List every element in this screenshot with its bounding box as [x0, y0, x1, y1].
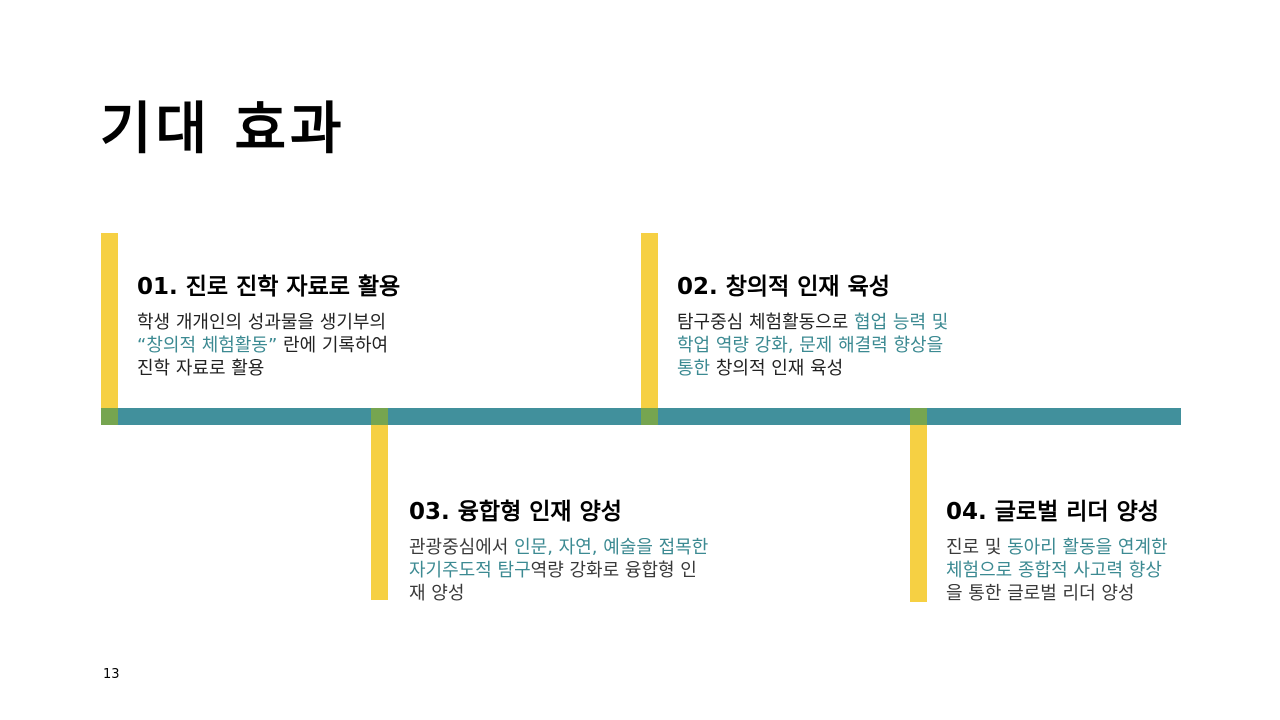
text-segment: 재 양성: [409, 583, 465, 604]
text-segment: 관광중심에서: [409, 537, 515, 558]
timeline-marker-4: [910, 408, 927, 602]
text-segment: 진로 및: [946, 537, 1008, 558]
timeline-junction-4: [910, 408, 927, 425]
highlighted-text: 자기주도적 탐구: [409, 560, 531, 581]
highlighted-text: 협업 능력 및: [854, 312, 949, 333]
timeline-junction-3: [371, 408, 388, 425]
timeline-marker-1: [101, 233, 118, 425]
text-segment: 란에 기록하여: [277, 335, 389, 356]
description-line: 진로 및 동아리 활동을 연계한: [946, 536, 1280, 559]
text-segment: 학생 개개인의 성과물을 생기부의: [137, 312, 387, 333]
page-number: 13: [103, 667, 120, 682]
effect-heading: 01. 진로 진학 자료로 활용: [137, 274, 401, 300]
highlighted-text: 인문, 자연, 예술을 접목한: [514, 537, 709, 558]
description-line: 관광중심에서 인문, 자연, 예술을 접목한: [409, 536, 829, 559]
effect-card-1: 01. 진로 진학 자료로 활용 학생 개개인의 성과물을 생기부의“창의적 체…: [137, 267, 557, 380]
description-line: 자기주도적 탐구역량 강화로 융합형 인: [409, 559, 829, 582]
highlighted-text: 통한: [677, 358, 711, 379]
effect-heading: 02. 창의적 인재 육성: [677, 274, 890, 300]
timeline-junction-2: [641, 408, 658, 425]
highlighted-text: 학업 역량 강화, 문제 해결력 향상을: [677, 335, 944, 356]
description-line: 탐구중심 체험활동으로 협업 능력 및: [677, 311, 1097, 334]
text-segment: 창의적 인재 육성: [710, 358, 844, 379]
text-segment: 탐구중심 체험활동으로: [677, 312, 855, 333]
slide-title: 기대 효과: [100, 97, 346, 162]
description-line: 진학 자료로 활용: [137, 357, 557, 380]
description-line: 을 통한 글로벌 리더 양성: [946, 582, 1280, 605]
highlighted-text: 체험으로 종합적 사고력 향상: [946, 560, 1162, 581]
timeline-marker-2: [641, 233, 658, 425]
text-segment: 을 통한 글로벌 리더 양성: [946, 583, 1135, 604]
description-line: 재 양성: [409, 582, 829, 605]
description-line: 학생 개개인의 성과물을 생기부의: [137, 311, 557, 334]
effect-heading: 03. 융합형 인재 양성: [409, 499, 622, 525]
text-segment: 진학 자료로 활용: [137, 358, 265, 379]
timeline-junction-1: [101, 408, 118, 425]
highlighted-text: “창의적 체험활동”: [137, 335, 278, 356]
description-line: 체험으로 종합적 사고력 향상: [946, 559, 1280, 582]
description-line: “창의적 체험활동” 란에 기록하여: [137, 334, 557, 357]
effect-heading: 04. 글로벌 리더 양성: [946, 499, 1159, 525]
timeline-marker-3: [371, 408, 388, 600]
description-line: 학업 역량 강화, 문제 해결력 향상을: [677, 334, 1097, 357]
description-line: 통한 창의적 인재 육성: [677, 357, 1097, 380]
highlighted-text: 동아리 활동을 연계한: [1007, 537, 1168, 558]
text-segment: 역량 강화로 융합형 인: [530, 560, 697, 581]
